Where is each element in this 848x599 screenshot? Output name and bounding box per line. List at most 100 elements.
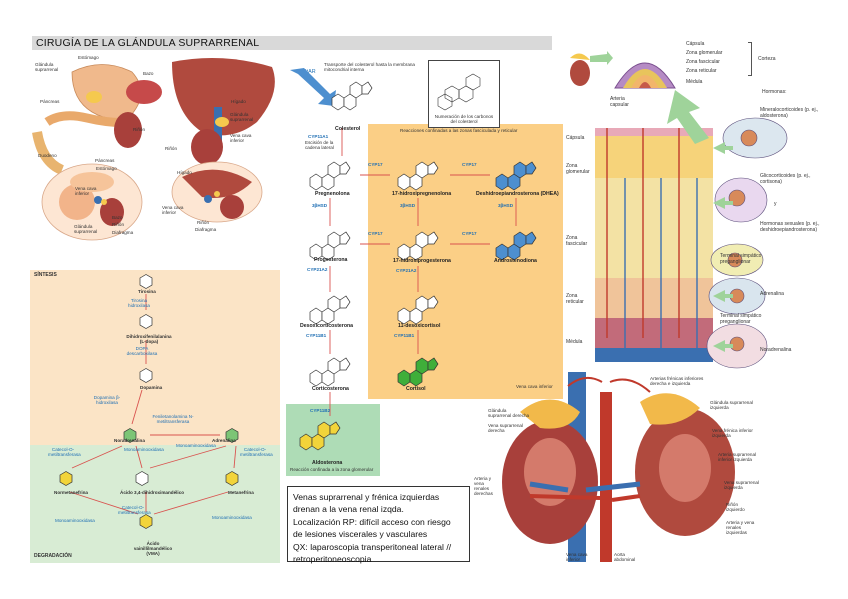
catecholamine-pathway — [59, 274, 239, 529]
cyp17-2: CYP17 — [462, 162, 477, 167]
label-vci-3: Vena cava inferior — [75, 186, 97, 197]
label-diafragma-3: Diafragma — [112, 230, 134, 235]
hist-glomerular: Zona glomerular — [566, 163, 590, 175]
comt-3: Catecol-O-metiltransferasa — [118, 505, 151, 516]
vasc-vena-frenica: Vena frénica inferior izquierda — [712, 428, 753, 439]
cyp11a1-note: Escisión de la cadena lateral — [305, 140, 334, 151]
label-glandula-2: Glándula suprarrenal — [230, 112, 254, 123]
hist-glomerular-top: Zona glomerular — [686, 50, 723, 56]
tirosina-hidroxilasa: Tirosina hidroxilasa — [128, 298, 150, 309]
vascular-diagram — [502, 372, 735, 562]
cyp17-4: CYP17 — [462, 231, 477, 236]
page-title: CIRUGÍA DE LA GLÁNDULA SUPRARRENAL — [36, 37, 260, 49]
numbering-note: Numeración de los carbonos del colestero… — [434, 114, 494, 125]
label-higado: Hígado — [231, 99, 246, 104]
note-line-3: Localización RP: difícil acceso con ries… — [293, 516, 451, 527]
dopa-descarboxilasa: DOPA descarboxilasa — [126, 346, 158, 357]
corticosterona: Corticosterona — [312, 386, 349, 392]
dopamina: Dopamina — [140, 385, 163, 390]
pnmt: Feniletanolamina N-metiltransferasa — [152, 414, 194, 425]
vasc-renales-der: Arteria y vena renales derechas — [474, 476, 493, 497]
vasc-arterias-frenicas: Arterias frénicas inferiores derecha e i… — [650, 376, 704, 387]
arteria-capsular: Arteria capsular — [610, 96, 629, 108]
vasc-renales-izq: Arteria y vena renales izquierdas — [726, 520, 755, 536]
noradrenalina-hist: Noradrenalina — [760, 347, 792, 353]
label-pancreas: Páncreas — [40, 99, 60, 104]
label-rinon: Riñón — [133, 127, 146, 132]
cyp17-3: CYP17 — [368, 231, 383, 236]
hormonas-label: Hormonas: — [762, 89, 787, 95]
anatomy-fig1 — [32, 64, 162, 175]
vasc-gland-der: Glándula suprarrenal derecha — [488, 408, 530, 419]
note-line-6: retroperitoneoscopia — [293, 554, 372, 565]
glucocorticoides: Glicocorticoides (p. ej., cortisona) — [760, 173, 811, 185]
label-glandula: Glándula suprarrenal — [35, 62, 59, 73]
mineralocorticoides: Mineralocorticoides (p. ej., aldosterona… — [760, 107, 819, 119]
steroid-pathway — [290, 68, 537, 451]
vasc-vena-cava-bottom: Vena cava inferior — [566, 552, 588, 563]
oh-pregnenolona: 17-hidroxipregnenolona — [392, 191, 452, 197]
vasc-vena-cava: Vena cava inferior — [516, 384, 553, 389]
label-estomago-3: Estómago — [96, 166, 117, 171]
degradacion-label: DEGRADACIÓN — [34, 553, 72, 559]
hist-medula: Médula — [566, 339, 583, 345]
label-rinon-4: Riñón — [197, 220, 210, 225]
hsd-3: 3βHSD — [498, 203, 514, 208]
hist-capsula-top: Cápsula — [686, 41, 705, 47]
cyp11a1: CYP11A1 — [308, 134, 329, 139]
androstenediona: Androstenodiona — [494, 258, 537, 264]
tirosina: Tirosina — [138, 289, 156, 294]
mao-1: Monoaminooxidasa — [124, 447, 164, 452]
mao-3: Monoaminooxidasa — [55, 518, 95, 523]
sintesis-label: SÍNTESIS — [34, 272, 57, 278]
transport-note: Transporte del colesterol hasta la membr… — [324, 62, 415, 73]
cyp17-1: CYP17 — [368, 162, 383, 167]
anatomy-fig4 — [171, 161, 263, 223]
clinical-note-box: Venas suprarrenal y frénica izquierdas d… — [287, 486, 470, 565]
corteza-bracket — [748, 42, 752, 76]
label-estomago: Estómago — [78, 55, 99, 60]
mao-4: Monoaminooxidasa — [212, 515, 252, 520]
label-higado-4: Hígado — [177, 170, 192, 175]
comt-2: Catecol-O-metiltransferasa — [240, 447, 273, 458]
dhea: Deshidroepiandrosterona (DHEA) — [476, 191, 559, 197]
degradation-panel — [30, 445, 280, 563]
vma: Ácido vainillilmandélico (VMA) — [133, 541, 173, 557]
numbering-box — [428, 60, 500, 128]
aldosterona: Aldosterona — [312, 460, 343, 466]
note-line-2: drenan a la vena renal izqda. — [293, 504, 404, 515]
label-glandula-3: Glándula suprarrenal — [74, 224, 98, 235]
y-label: y — [774, 201, 777, 207]
confined-glom: Reacción confinada a la zona glomerular — [290, 467, 374, 472]
label-vci: Vena cava inferior — [230, 133, 252, 144]
hsd-2: 3βHSD — [400, 203, 416, 208]
cyp21a2-1: CYP21A2 — [307, 267, 328, 272]
label-bazo-3: Bazo — [112, 215, 123, 220]
label-rinon-2: Riñón — [165, 146, 178, 151]
dopamina-hidroxilasa: Dopamina β-hidroxilasa — [93, 395, 121, 406]
note-line-5: QX: laparoscopia transperitoneal lateral… — [293, 541, 452, 552]
comt-1: Catecol-O-metiltransferasa — [48, 447, 81, 458]
metanefrina: Metanefrina — [228, 490, 254, 495]
title-bar — [32, 36, 552, 50]
hist-reticular-top: Zona reticular — [686, 68, 717, 74]
label-bazo: Bazo — [143, 71, 154, 76]
label-rinon-3: Riñón — [112, 222, 125, 227]
noradrenalina: Noradrenalina — [114, 438, 145, 443]
hist-capsula: Cápsula — [566, 135, 585, 141]
label-diafragma-4: Diafragma — [195, 227, 217, 232]
confined-fasc-ret: Reacciones confinadas a las zonas fascic… — [400, 128, 518, 133]
label-pancreas-3: Páncreas — [95, 158, 115, 163]
hist-fascicular-top: Zona fascicular — [686, 59, 720, 65]
terminal-2: Terminal simpático preganglionar — [720, 313, 762, 325]
cyp11b1-2: CYP11B1 — [394, 333, 415, 338]
vasc-arteria-inf: Arteria suprarrenal inferior izquierda — [718, 452, 757, 463]
label-vci-4: Vena cava inferior — [162, 205, 184, 216]
vasc-vena-izq: Vena suprarrenal izquierda — [724, 480, 759, 491]
mao-2: Monoaminooxidasa — [176, 443, 216, 448]
cortisol: Cortisol — [406, 386, 426, 392]
vasc-rinon: Riñón izquierdo — [726, 502, 745, 513]
progesterona: Progesterona — [314, 257, 348, 263]
cyp11b1-1: CYP11B1 — [306, 333, 327, 338]
anatomy-fig3 — [41, 163, 143, 241]
